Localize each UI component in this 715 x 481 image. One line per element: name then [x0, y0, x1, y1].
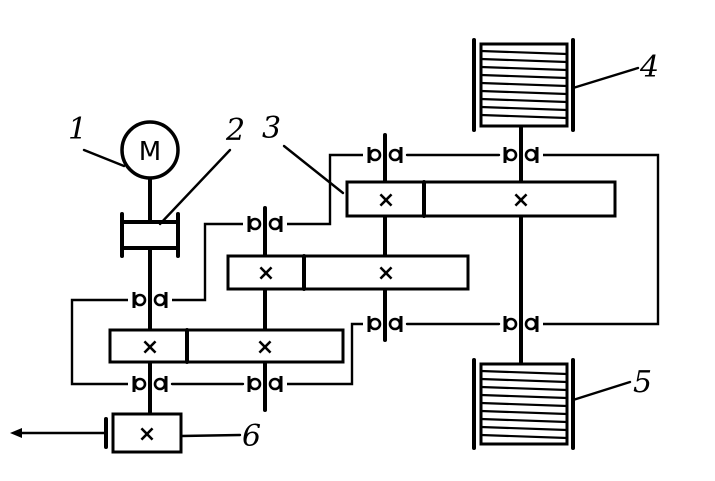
gear-mark: ×	[256, 335, 274, 360]
label-3: 3	[262, 111, 281, 146]
drum-bottom	[472, 358, 575, 450]
shafts	[148, 126, 523, 414]
gear-block-middle: × ×	[226, 254, 470, 291]
leader-lines	[82, 66, 640, 438]
gear-mark: ×	[377, 261, 395, 286]
gear-mark: ×	[138, 422, 156, 447]
gear-mark: ×	[377, 188, 395, 213]
gear-mark: ×	[512, 188, 530, 213]
motor: M	[120, 120, 180, 180]
drum-top	[472, 38, 575, 132]
motor-symbol: M	[139, 137, 161, 167]
input-arrow	[10, 417, 108, 449]
label-6: 6	[242, 419, 261, 454]
clutch-contact	[132, 376, 168, 392]
label-4: 4	[639, 50, 659, 85]
gear-block-bottom: × ×	[108, 328, 345, 364]
clutch-linkages	[70, 147, 660, 392]
gear-mark: ×	[257, 261, 275, 286]
clutch-contact	[247, 216, 283, 232]
clutch-contact	[132, 292, 168, 308]
label-2: 2	[225, 113, 245, 148]
clutch-contact	[367, 316, 403, 332]
label-5: 5	[633, 365, 652, 400]
gear-block-top: × ×	[345, 180, 617, 218]
clutch-contact	[247, 376, 283, 392]
clutch-contact	[367, 147, 403, 163]
clutch-contact	[503, 316, 539, 332]
gear-mark: ×	[141, 335, 159, 360]
coupling	[120, 212, 180, 258]
label-1: 1	[68, 112, 87, 147]
gear-block-6: ×	[111, 412, 183, 454]
clutch-contact	[503, 147, 539, 163]
